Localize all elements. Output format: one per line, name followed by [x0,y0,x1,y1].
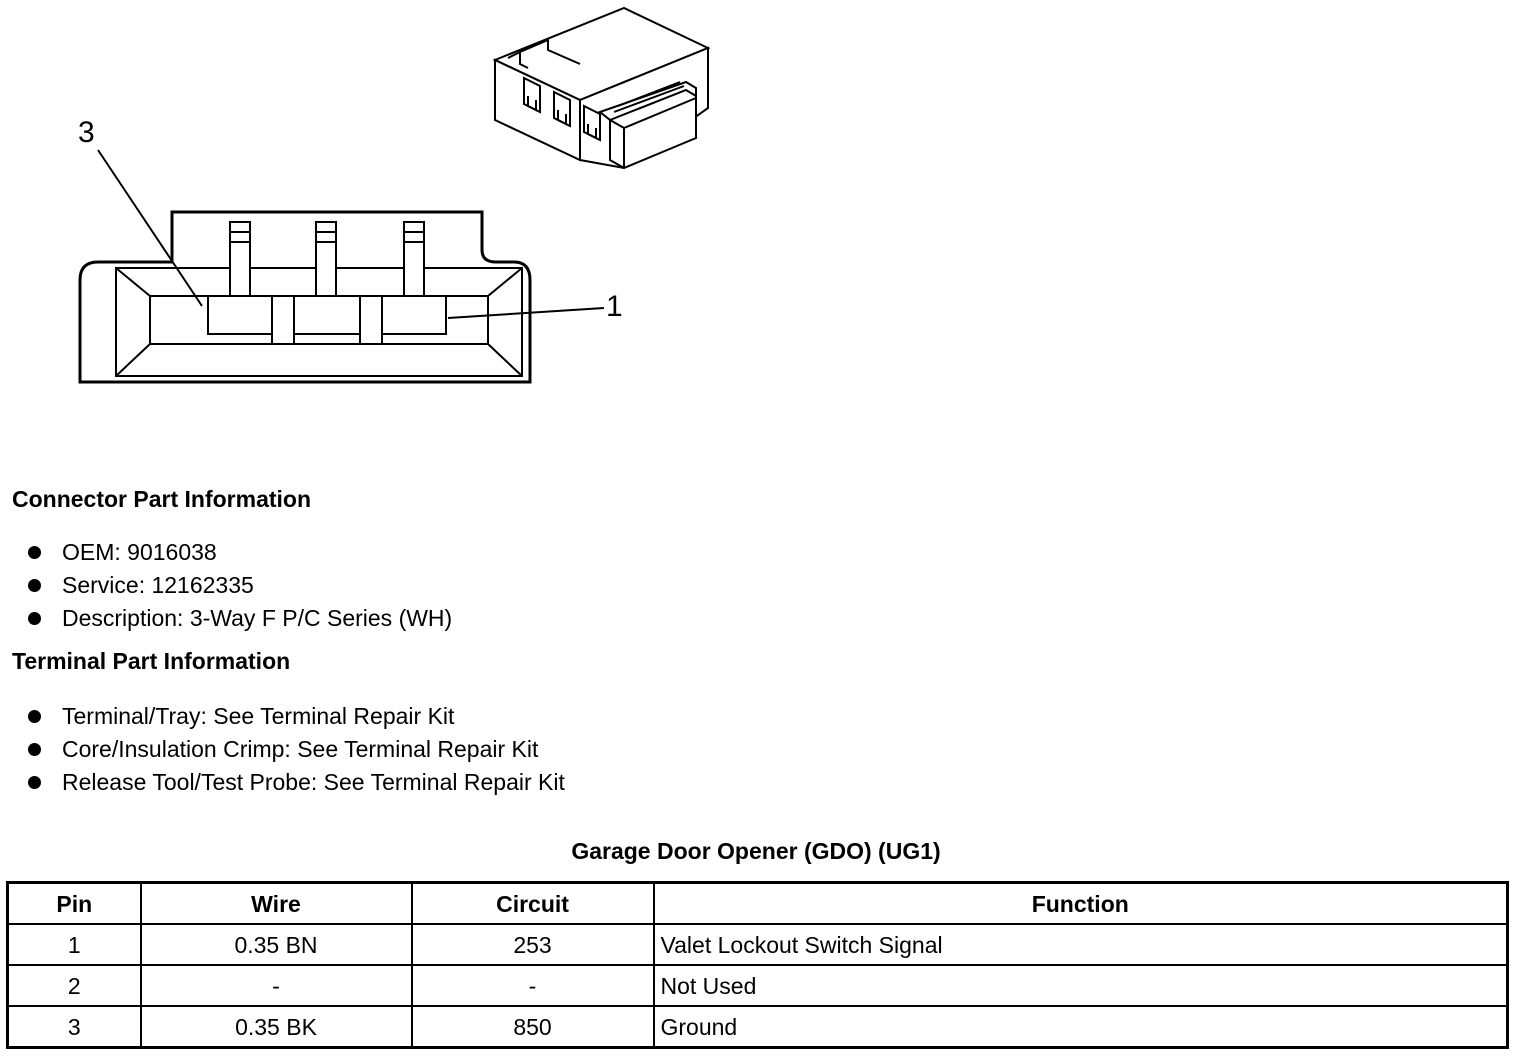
bullet-icon [28,776,41,789]
bullet-icon [28,710,41,723]
list-item: Release Tool/Test Probe: See Terminal Re… [28,768,565,801]
table-row: 3 0.35 BK 850 Ground [6,1005,1509,1049]
list-item: OEM: 9016038 [28,538,452,571]
connector-isometric-view [492,6,711,170]
bullet-icon [28,612,41,625]
pin-table-title: Garage Door Opener (GDO) (UG1) [571,838,941,864]
column-header-pin: Pin [6,881,142,925]
leader-line-pin1 [447,307,605,319]
cell-circuit: 253 [410,923,655,966]
callout-pin-3: 3 [78,116,95,149]
column-header-circuit: Circuit [410,881,655,925]
terminal-part-info-list: Terminal/Tray: See Terminal Repair Kit C… [28,702,565,801]
cell-pin: 3 [6,1005,142,1049]
cell-pin: 1 [6,923,142,966]
table-row: 1 0.35 BN 253 Valet Lockout Switch Signa… [6,923,1509,966]
cell-circuit: 850 [410,1005,655,1049]
pin-table: Pin Wire Circuit Function 1 0.35 BN 253 … [6,881,1509,1049]
leader-line-pin3 [97,149,203,307]
connector-diagram [78,6,711,384]
bullet-icon [28,546,41,559]
cell-wire: 0.35 BN [139,923,413,966]
table-header-row: Pin Wire Circuit Function [6,881,1509,925]
connector-part-info-list: OEM: 9016038 Service: 12162335 Descripti… [28,538,452,637]
column-header-function: Function [652,881,1509,925]
cell-circuit: - [410,964,655,1007]
cell-function: Ground [652,1005,1509,1049]
cell-wire: 0.35 BK [139,1005,413,1049]
connector-face-view [78,149,605,384]
bullet-icon [28,579,41,592]
list-item: Service: 12162335 [28,571,452,604]
terminal-part-info-heading: Terminal Part Information [12,648,291,674]
bullet-icon [28,743,41,756]
callout-pin-1: 1 [606,290,623,323]
list-item: Description: 3-Way F P/C Series (WH) [28,604,452,637]
list-item: Terminal/Tray: See Terminal Repair Kit [28,702,565,735]
connector-part-info-heading: Connector Part Information [12,486,312,512]
column-header-wire: Wire [139,881,413,925]
cell-function: Valet Lockout Switch Signal [652,923,1509,966]
cell-wire: - [139,964,413,1007]
cell-function: Not Used [652,964,1509,1007]
cell-pin: 2 [6,964,142,1007]
table-row: 2 - - Not Used [6,964,1509,1007]
list-item: Core/Insulation Crimp: See Terminal Repa… [28,735,565,768]
